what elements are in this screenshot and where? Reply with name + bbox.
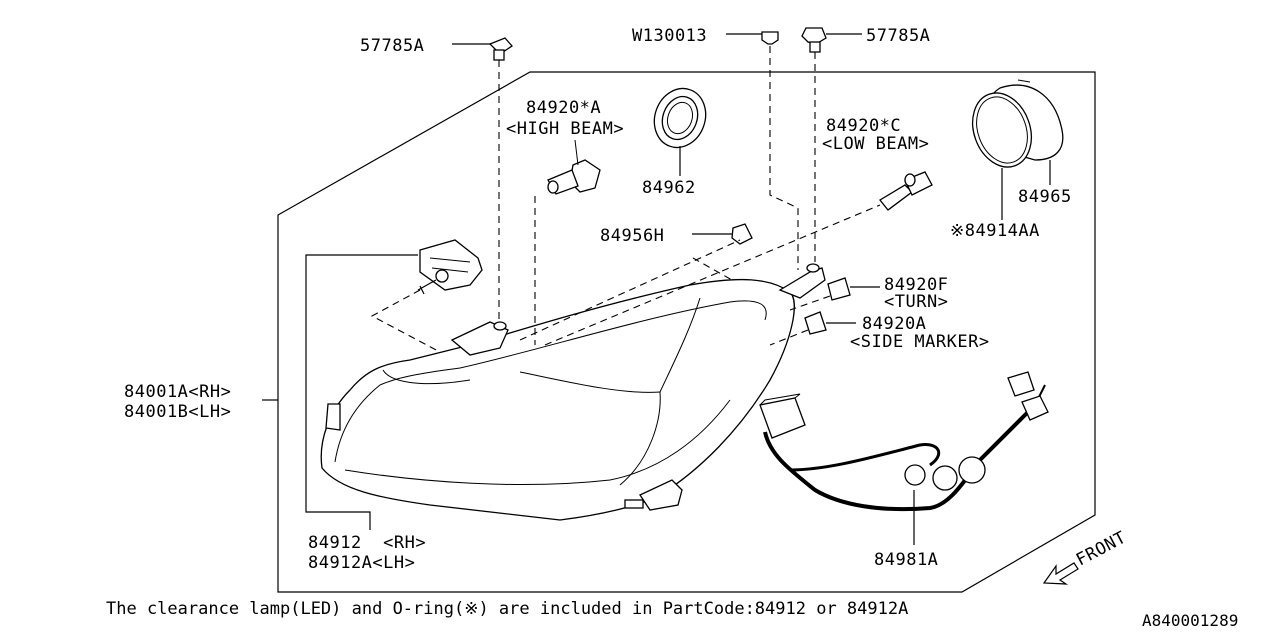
leveling-motor [417,239,483,295]
label-84001a-rh: 84001A<RH> [124,382,231,402]
plug-84956H [731,223,753,245]
boundary-box [277,71,1096,593]
label-84912a-lh: 84912A<LH> [308,553,415,573]
label-w130013: W130013 [632,26,707,46]
figure-id: A840001289 [1142,611,1238,630]
label-57785a-right: 57785A [866,26,930,46]
label-84981a: 84981A [874,550,938,570]
label-side-marker: <SIDE MARKER> [850,332,990,352]
label-turn: <TURN> [884,292,948,312]
leader-lines [262,33,1051,545]
label-84912-rh: 84912 <RH> [308,533,426,553]
wire-harness [759,371,1049,512]
headlamp-housing [320,263,826,521]
label-84920c-low: 84920*C [826,116,901,136]
label-84962: 84962 [642,178,696,198]
bolt-right [801,27,827,53]
label-high-beam: <HIGH BEAM> [506,119,624,139]
label-84920f: 84920F [884,275,948,295]
label-57785a-left: 57785A [360,36,424,56]
label-84956h: 84956H [600,226,664,246]
bolt-left [488,37,513,61]
front-arrow-icon [1042,562,1079,585]
seal-84962 [653,87,707,149]
label-84914aa: ※84914AA [950,221,1040,241]
side-marker-bulb [804,311,827,335]
label-84920a-side: 84920A [862,314,926,334]
label-low-beam: <LOW BEAM> [822,134,929,154]
turn-bulb [827,277,851,301]
footnote: The clearance lamp(LED) and O-ring(※) ar… [106,599,908,619]
assembly-lines [370,46,881,353]
label-84920a-high: 84920*A [526,98,601,118]
label-84001b-lh: 84001B<LH> [124,402,231,422]
high-beam-bulb [547,139,601,195]
label-84965: 84965 [1018,187,1072,207]
oring-84914AA [972,92,1032,168]
screw-w130013 [761,31,779,45]
label-front: FRONT [1073,528,1130,571]
low-beam-bulb [879,171,933,211]
